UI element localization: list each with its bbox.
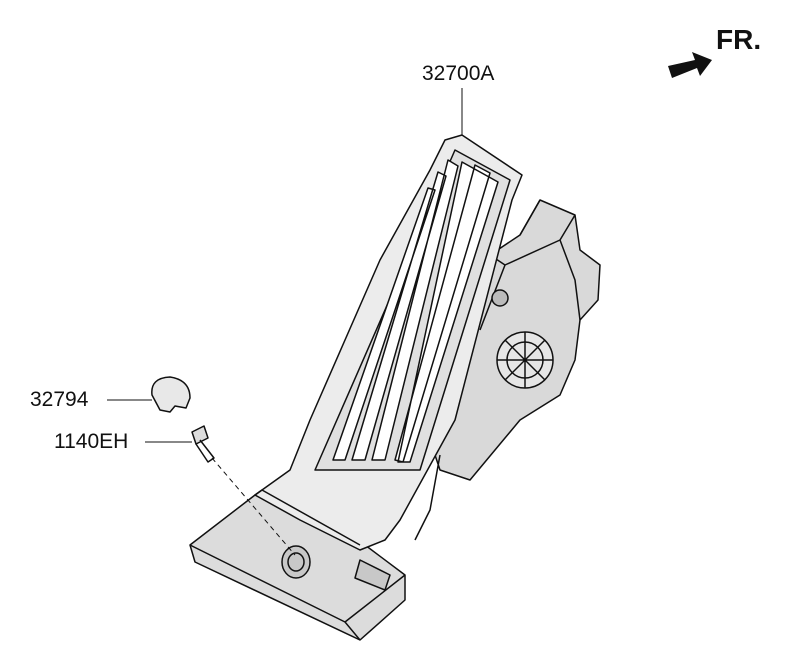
part-label-32794: 32794 xyxy=(30,388,89,411)
bolt-part xyxy=(191,425,296,556)
front-direction-arrow-icon xyxy=(668,52,712,78)
part-label-1140EH: 1140EH xyxy=(54,430,129,453)
pedal-base xyxy=(189,494,406,641)
front-direction-label: FR. xyxy=(716,24,762,55)
pedal-pad xyxy=(254,134,523,551)
cap-part xyxy=(151,376,191,413)
part-label-32700A: 32700A xyxy=(422,62,495,85)
